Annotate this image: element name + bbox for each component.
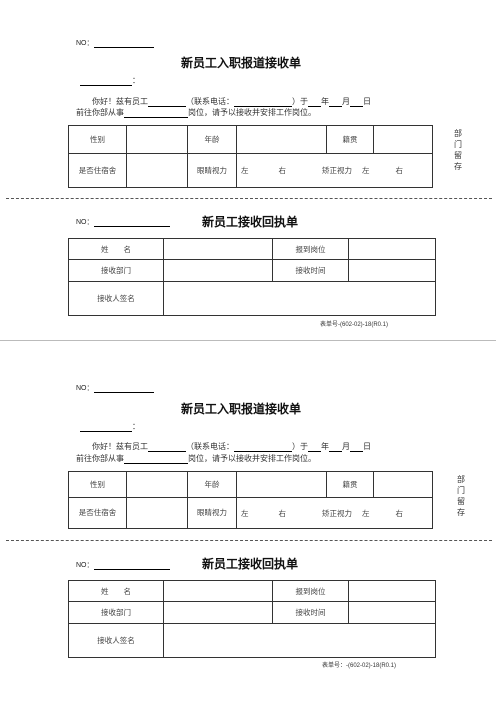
letter-line-2: 前往你部从事岗位，请予以接收并安排工作岗位。 <box>76 454 316 464</box>
name-label: 姓 名 <box>68 580 164 602</box>
receipt-no-field: NO： <box>76 217 170 227</box>
dept-blank-line: ： <box>80 421 140 432</box>
report-post-value[interactable] <box>348 238 436 260</box>
no-field: NO： <box>76 383 154 393</box>
letter-line-1: 你好！兹有员工（联系电话：）于年月日 <box>92 442 371 452</box>
dept-blank[interactable] <box>80 77 132 86</box>
sign-label: 接收人签名 <box>68 281 164 316</box>
dept-blank-line: ： <box>80 75 140 86</box>
native-label: 籍贯 <box>326 125 374 154</box>
name-value[interactable] <box>163 580 273 602</box>
receipt-table: 姓 名 报到岗位 接收部门 接收时间 接收人签名 <box>68 580 436 658</box>
age-value[interactable] <box>236 125 327 154</box>
receipt-no-blank[interactable] <box>93 218 170 227</box>
time-value[interactable] <box>348 601 436 624</box>
report-post-label: 报到岗位 <box>272 238 349 260</box>
sign-value[interactable] <box>163 623 436 658</box>
dept-label: 接收部门 <box>68 601 164 624</box>
receipt-no-field: NO： <box>76 560 170 570</box>
month-blank[interactable] <box>329 98 342 107</box>
form-number: 表单号-(602-02)-18(R0.1) <box>320 322 389 328</box>
year-blank[interactable] <box>308 98 321 107</box>
month-blank[interactable] <box>329 443 342 452</box>
side-note: 部门留存 <box>454 129 462 171</box>
receipt-title: 新员工接收回执单 <box>202 557 299 571</box>
report-post-label: 报到岗位 <box>272 580 349 602</box>
native-value[interactable] <box>373 125 433 154</box>
gender-value[interactable] <box>126 471 188 498</box>
day-blank[interactable] <box>350 98 363 107</box>
page-title: 新员工入职报道接收单 <box>181 56 302 70</box>
name-label: 姓 名 <box>68 238 164 260</box>
post-blank[interactable] <box>124 109 188 118</box>
gender-label: 性别 <box>68 471 127 498</box>
no-label: NO： <box>76 40 94 47</box>
letter-line-2: 前往你部从事岗位，请予以接收并安排工作岗位。 <box>76 108 316 118</box>
time-label: 接收时间 <box>272 259 349 282</box>
no-field: NO： <box>76 38 154 48</box>
eyes-label: 眼睛视力 <box>187 153 237 188</box>
dorm-label: 是否住宿舍 <box>68 497 127 529</box>
letter-line-1: 你好！兹有员工（联系电话：）于年月日 <box>92 97 371 107</box>
gender-label: 性别 <box>68 125 127 154</box>
gender-value[interactable] <box>126 125 188 154</box>
report-post-value[interactable] <box>348 580 436 602</box>
native-label: 籍贯 <box>326 471 374 498</box>
time-value[interactable] <box>348 259 436 282</box>
employee-blank[interactable] <box>148 443 186 452</box>
form-number: 表单号：-(602-02)-18(R0.1) <box>322 663 397 669</box>
page-title: 新员工入职报道接收单 <box>181 402 302 416</box>
dorm-value[interactable] <box>126 153 188 188</box>
sign-value[interactable] <box>163 281 436 316</box>
info-table: 性别 年龄 籍贯 是否住宿舍 眼睛视力 左右矫正视力左右 <box>68 471 433 529</box>
native-value[interactable] <box>373 471 433 498</box>
time-label: 接收时间 <box>272 601 349 624</box>
info-table: 性别 年龄 籍贯 是否住宿舍 眼睛视力 左右矫正视力左右 <box>68 125 433 188</box>
cut-line <box>6 540 492 541</box>
side-note: 部门留存 <box>457 475 465 517</box>
phone-blank[interactable] <box>234 443 292 452</box>
eyes-label: 眼睛视力 <box>187 497 237 529</box>
no-blank[interactable] <box>93 384 154 393</box>
cut-line <box>6 198 492 199</box>
age-label: 年龄 <box>187 471 237 498</box>
receipt-table: 姓 名 报到岗位 接收部门 接收时间 接收人签名 <box>68 238 436 316</box>
day-blank[interactable] <box>350 443 363 452</box>
page-divider <box>0 340 496 341</box>
eyes-value[interactable]: 左右矫正视力左右 <box>236 497 433 529</box>
dorm-label: 是否住宿舍 <box>68 153 127 188</box>
name-value[interactable] <box>163 238 273 260</box>
age-label: 年龄 <box>187 125 237 154</box>
dept-value[interactable] <box>163 259 273 282</box>
dept-blank[interactable] <box>80 423 132 432</box>
dept-label: 接收部门 <box>68 259 164 282</box>
post-blank[interactable] <box>124 455 188 464</box>
dorm-value[interactable] <box>126 497 188 529</box>
no-blank[interactable] <box>93 39 154 48</box>
sign-label: 接收人签名 <box>68 623 164 658</box>
eyes-value[interactable]: 左右矫正视力左右 <box>236 153 433 188</box>
employee-blank[interactable] <box>148 98 186 107</box>
age-value[interactable] <box>236 471 327 498</box>
phone-blank[interactable] <box>234 98 292 107</box>
dept-value[interactable] <box>163 601 273 624</box>
year-blank[interactable] <box>308 443 321 452</box>
receipt-no-blank[interactable] <box>93 561 170 570</box>
receipt-title: 新员工接收回执单 <box>202 215 299 229</box>
